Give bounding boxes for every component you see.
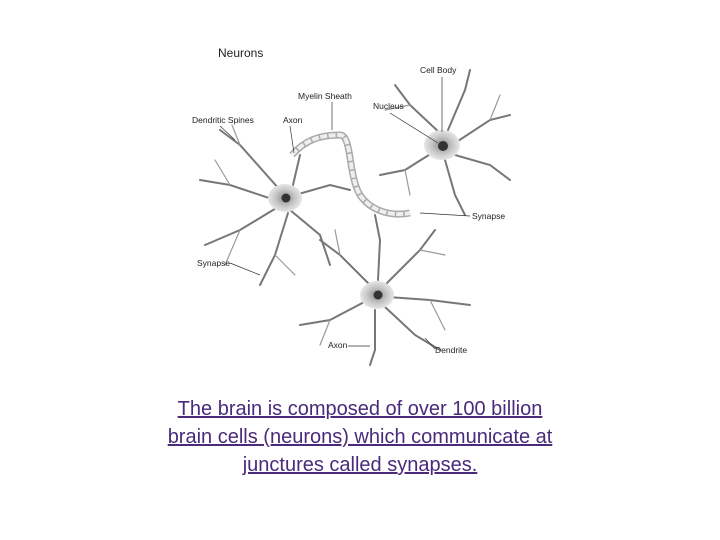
label-myelin-sheath: Myelin Sheath: [298, 91, 352, 101]
label-cell-body: Cell Body: [420, 65, 457, 75]
neuron-diagram: Neurons: [180, 35, 520, 370]
bottom-neuron-dendrites: [299, 214, 471, 366]
left-neuron-dendrites: [199, 124, 351, 286]
label-dendrite: Dendrite: [435, 345, 467, 355]
label-synapse-right: Synapse: [472, 211, 505, 221]
label-nucleus: Nucleus: [373, 101, 404, 111]
right-nucleus: [438, 141, 448, 151]
right-neuron-dendrites: [379, 69, 511, 216]
caption-line-1: The brain is composed of over 100 billio…: [177, 398, 543, 420]
myelin-sheath: [289, 131, 411, 218]
caption-line-3: junctures called synapses.: [242, 454, 478, 476]
left-nucleus: [281, 193, 291, 203]
label-axon-top: Axon: [283, 115, 303, 125]
bottom-nucleus: [373, 290, 383, 300]
diagram-title: Neurons: [218, 46, 263, 60]
caption: The brain is composed of over 100 billio…: [60, 395, 660, 479]
label-synapse-left: Synapse: [197, 258, 230, 268]
neuron-illustration: Neurons: [192, 46, 511, 366]
label-dendritic-spines: Dendritic Spines: [192, 115, 254, 125]
label-axon-bottom: Axon: [328, 340, 348, 350]
caption-line-2: brain cells (neurons) which communicate …: [167, 426, 553, 448]
